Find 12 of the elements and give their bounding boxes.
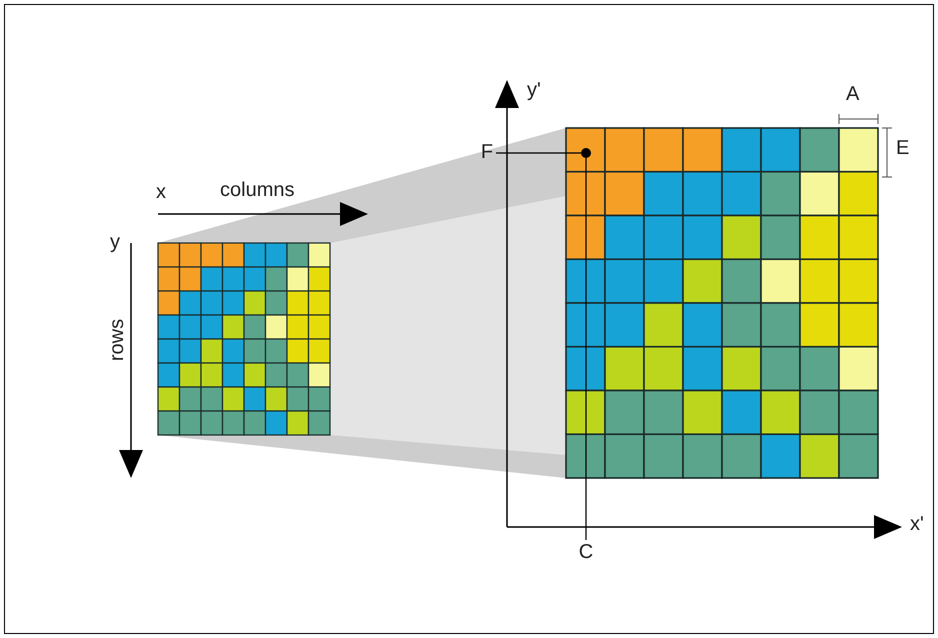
leader-line: [585, 158, 587, 540]
point-label: F: [478, 140, 496, 164]
axis-label: x': [910, 514, 924, 534]
axis-label: E: [896, 138, 910, 158]
axis-label: A: [846, 84, 860, 104]
axis-label: y': [527, 80, 541, 100]
axis-label: x: [156, 182, 166, 202]
leader-line: [496, 152, 581, 154]
axis-label: y: [110, 232, 120, 252]
axis-label: columns: [220, 180, 294, 200]
point-label: C: [577, 540, 595, 564]
axis-label: rows: [107, 318, 128, 362]
